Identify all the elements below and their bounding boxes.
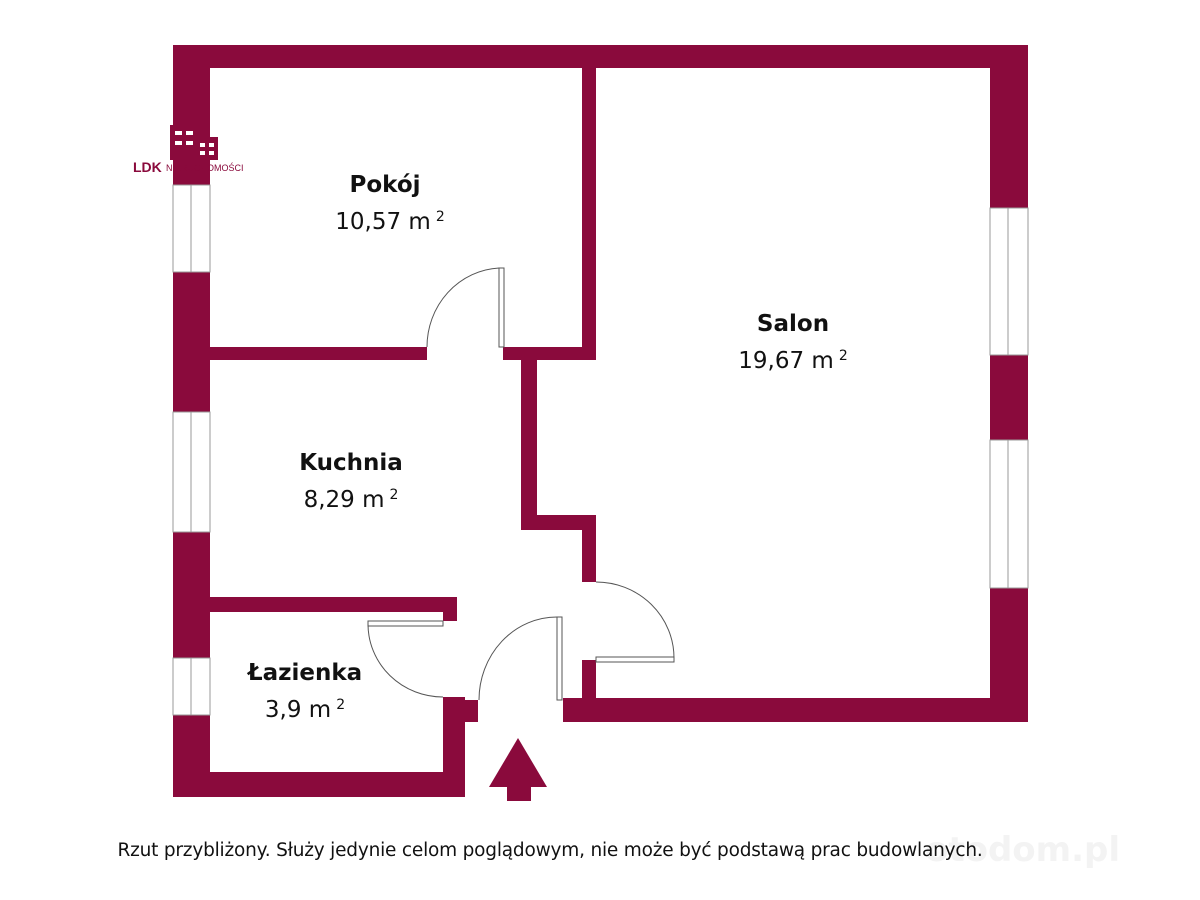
- area-unit-sup: 2: [839, 348, 848, 364]
- room-name: Kuchnia: [299, 450, 403, 476]
- buildings-icon: [170, 125, 218, 160]
- wall-lazienka-top: [210, 597, 457, 612]
- room-pokoj: Pokój 10,57 m 2: [335, 172, 444, 235]
- room-lazienka: Łazienka 3,9 m 2: [246, 660, 362, 723]
- wall-kuchnia-salon-vertical: [521, 360, 537, 530]
- door-entrance: [478, 616, 563, 701]
- room-area: 3,9 m: [265, 697, 331, 723]
- wall-salon-door-jamb: [582, 660, 596, 710]
- wall-salon-bottom: [563, 698, 1028, 722]
- area-unit-sup: 2: [436, 209, 445, 225]
- door-salon: [595, 581, 675, 663]
- area-unit-sup: 2: [390, 487, 399, 503]
- svg-text:3,9 m2: 3,9 m 2: [265, 697, 345, 723]
- watermark: otodom.pl: [925, 830, 1121, 870]
- room-kuchnia: Kuchnia 8,29 m 2: [299, 450, 403, 513]
- windows: [172, 184, 1029, 716]
- wall-lazienka-top-jamb: [443, 597, 457, 621]
- logo-subtitle: NIERUCHOMOŚCI: [166, 162, 244, 173]
- logo-brand: LDK: [133, 159, 162, 175]
- svg-text:8,29 m2: 8,29 m 2: [304, 487, 399, 513]
- wall-entrance-jamb: [457, 700, 478, 722]
- room-area: 10,57 m: [335, 209, 431, 235]
- room-name: Łazienka: [246, 660, 362, 686]
- door-pokoj: [426, 267, 505, 348]
- wall-pokoj-salon: [582, 68, 596, 360]
- room-area: 19,67 m: [738, 348, 834, 374]
- room-name: Pokój: [349, 172, 420, 198]
- room-area: 8,29 m: [304, 487, 385, 513]
- window-salon-2: [989, 439, 1029, 589]
- entrance-arrow-icon: [489, 738, 547, 801]
- wall-bottom: [173, 772, 465, 797]
- window-salon-1: [989, 207, 1029, 356]
- room-name: Salon: [757, 311, 829, 337]
- wall-top: [173, 45, 1028, 68]
- area-unit-sup: 2: [336, 697, 345, 713]
- wall-right: [990, 45, 1028, 722]
- disclaimer-note: Rzut przybliżony. Służy jedynie celom po…: [117, 840, 983, 861]
- svg-text:19,67 m2: 19,67 m 2: [738, 348, 847, 374]
- doors: [367, 267, 675, 701]
- wall-pokoj-bottom-right: [503, 347, 596, 360]
- room-salon: Salon 19,67 m 2: [738, 311, 847, 374]
- wall-kuchnia-salon-lower: [582, 515, 596, 582]
- door-lazienka: [367, 620, 444, 698]
- wall-kuchnia-salon-horizontal: [521, 515, 596, 530]
- svg-text:10,57 m2: 10,57 m 2: [335, 209, 444, 235]
- logo: LDK NIERUCHOMOŚCI: [133, 125, 244, 175]
- wall-pokoj-bottom-left: [210, 347, 427, 360]
